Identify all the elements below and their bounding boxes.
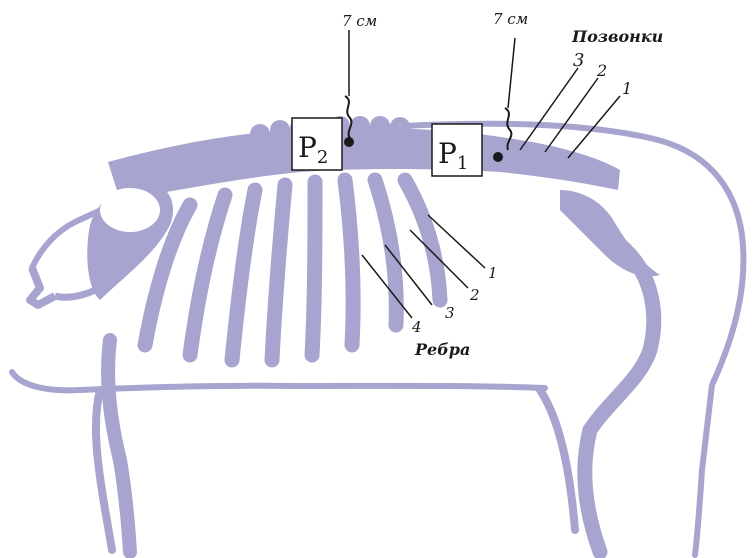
rib-number-4: 4 — [411, 318, 422, 336]
ribs-label: Ребра — [414, 340, 470, 359]
spine — [108, 128, 620, 200]
snout-outline — [30, 268, 55, 305]
hind-leg-back — [540, 390, 575, 530]
rib-number-3: 3 — [445, 304, 455, 322]
belly-outline — [12, 372, 545, 390]
rib-number-1: 1 — [488, 264, 498, 282]
measure-right-line — [508, 38, 515, 108]
vertebra-number-3: 3 — [573, 50, 584, 71]
point-p2-dot — [344, 137, 354, 147]
hind-leg — [585, 245, 654, 552]
foreleg — [108, 340, 130, 552]
vertebra-number-2: 2 — [596, 61, 607, 80]
rib-number-2: 2 — [469, 286, 480, 304]
measure-left-label: 7 см — [342, 12, 377, 30]
measure-right-label: 7 см — [493, 10, 528, 28]
vertebra-number-1: 1 — [622, 79, 632, 98]
ribs — [145, 180, 440, 360]
scapula-hollow — [100, 188, 160, 232]
point-p1-dot — [493, 152, 503, 162]
vertebrae-label: Позвонки — [571, 27, 663, 46]
